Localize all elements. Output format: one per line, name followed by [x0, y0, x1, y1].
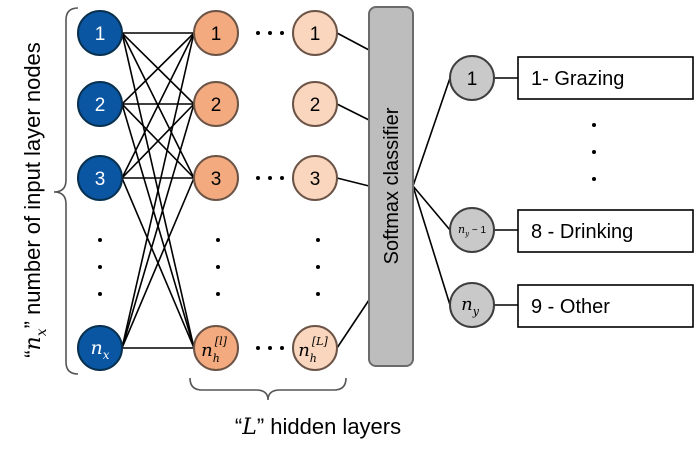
- softmax-label: Softmax classifier: [381, 107, 403, 264]
- connection-softmax-to-output-1: [412, 77, 451, 187]
- hidden-between-ellipsis: [256, 31, 284, 350]
- output-label-box-3: 9 - Other: [517, 284, 694, 328]
- input-node-2: 2: [77, 81, 123, 127]
- output-node-second-last: ny − 1: [449, 207, 495, 253]
- connection-softmax-to-output-2: [412, 185, 451, 231]
- hidden-first-node-last-label: nh[l]: [201, 335, 227, 365]
- output-label-box-1: 1- Grazing: [517, 56, 694, 100]
- output-node-last: ny: [449, 282, 495, 328]
- connection-input-4-to-hidden-1: [121, 32, 195, 349]
- hidden-last-node-1: 1: [292, 10, 338, 56]
- hidden-first-node-1-label: 1: [211, 24, 222, 45]
- hidden-last-node-last-label: nh[L]: [298, 335, 328, 365]
- output-label-2: 8 - Drinking: [531, 221, 633, 243]
- hidden-last-node-2-label: 2: [310, 95, 321, 116]
- connection-hidden-last-2-to-softmax: [336, 103, 370, 121]
- hidden-last-node-3: 3: [292, 155, 338, 201]
- connection-hidden-last-3-to-softmax: [336, 177, 370, 187]
- input-node-1-label: 1: [95, 24, 106, 45]
- hidden-last-node-1-label: 1: [310, 24, 321, 45]
- output-label-1: 1- Grazing: [531, 68, 624, 90]
- output-label-3: 9 - Other: [531, 296, 610, 318]
- hidden-last-ellipsis: [316, 238, 320, 296]
- hidden-last-node-3-label: 3: [310, 169, 321, 190]
- input-layer-brace: [53, 7, 79, 375]
- output-label-box-2: 8 - Drinking: [517, 209, 694, 253]
- output-ellipsis: [592, 123, 596, 181]
- connection-input-4-to-hidden-3: [121, 177, 195, 349]
- input-node-last-label: nx: [90, 337, 109, 362]
- hidden-first-node-2-label: 2: [211, 95, 222, 116]
- connection-input-2-to-hidden-1: [121, 32, 195, 105]
- hidden-first-node-1: 1: [193, 10, 239, 56]
- input-ellipsis: [98, 238, 102, 296]
- hidden-first-node-3: 3: [193, 155, 239, 201]
- connection-hidden-last-4-to-softmax: [336, 299, 370, 349]
- input-layer-count-label: “nx” number of input layer nodes: [20, 42, 50, 358]
- connection-hidden-last-1-to-softmax: [336, 32, 370, 51]
- output-node-1-label: 1: [467, 69, 478, 90]
- connection-softmax-to-output-3: [412, 185, 451, 306]
- hidden-layers-brace: [189, 377, 347, 401]
- output-node-second-last-label: ny − 1: [458, 223, 486, 238]
- hidden-first-ellipsis: [216, 238, 220, 296]
- input-node-3: 3: [77, 155, 123, 201]
- connection-input-3-to-hidden-2: [121, 103, 195, 179]
- connection-input-3-to-hidden-1: [121, 32, 195, 179]
- output-node-1: 1: [449, 55, 495, 101]
- hidden-last-node-2: 2: [292, 81, 338, 127]
- input-node-1: 1: [77, 10, 123, 56]
- input-node-2-label: 2: [95, 95, 106, 116]
- hidden-first-node-last: nh[l]: [193, 325, 239, 371]
- softmax-classifier: Softmax classifier: [368, 6, 414, 367]
- connection-input-4-to-hidden-2: [121, 103, 195, 349]
- output-node-last-label: ny: [461, 294, 480, 318]
- input-node-3-label: 3: [95, 169, 106, 190]
- hidden-last-node-last: nh[L]: [292, 325, 338, 371]
- hidden-first-node-3-label: 3: [211, 169, 222, 190]
- hidden-first-node-2: 2: [193, 81, 239, 127]
- input-node-last: nx: [77, 325, 123, 371]
- connections: [121, 32, 518, 349]
- hidden-layers-label: “L” hidden layers: [235, 414, 401, 440]
